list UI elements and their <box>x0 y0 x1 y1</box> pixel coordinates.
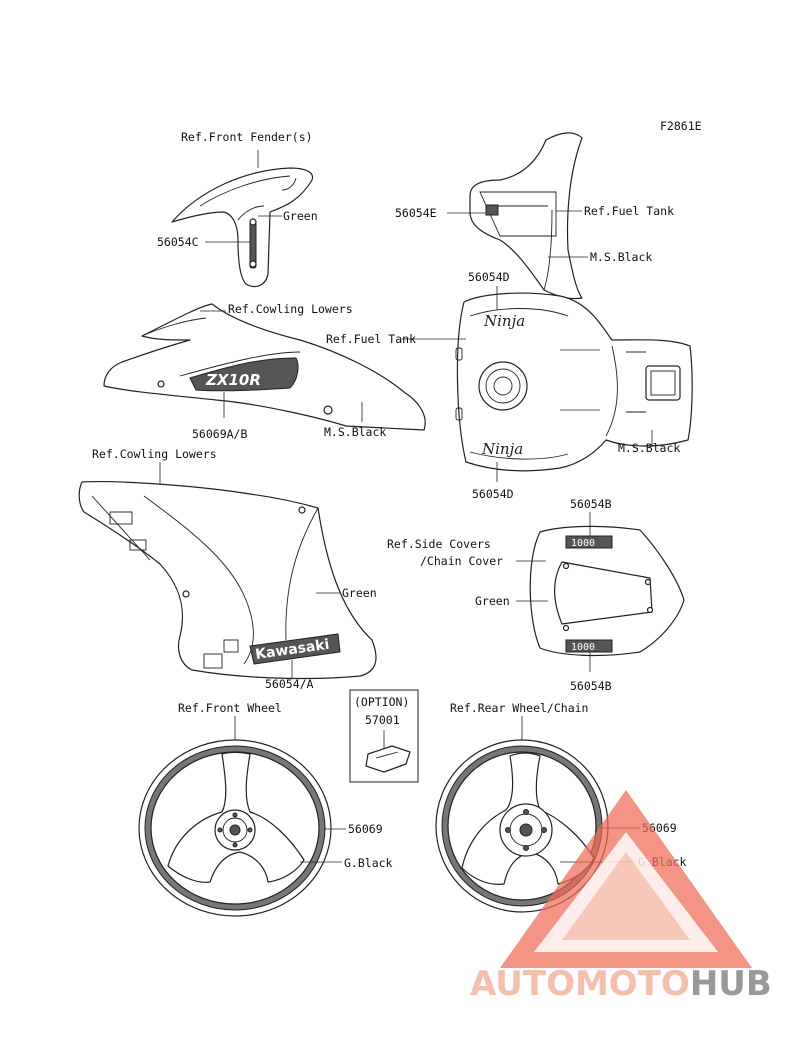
tank-top-decal <box>485 204 499 216</box>
label-ms-black-1: M.S.Black <box>590 250 652 264</box>
label-ref-side-covers: Ref.Side Covers <box>387 537 491 551</box>
label-56054a: 56054/A <box>265 677 314 691</box>
option-part-57001 <box>365 745 411 773</box>
label-ref-front-wheel: Ref.Front Wheel <box>178 701 282 715</box>
label-56054d-bottom: 56054D <box>472 487 514 501</box>
side-decal-1-shape <box>565 535 613 549</box>
label-ref-cowling-lowers-1: Ref.Cowling Lowers <box>228 302 353 316</box>
label-56054e: 56054E <box>395 206 437 220</box>
fuel-tank-large-group <box>402 286 693 482</box>
label-56054b-bottom: 56054B <box>570 679 612 693</box>
front-fender <box>171 167 314 288</box>
zx10r-decal-shape <box>189 357 299 392</box>
side-covers-group <box>516 512 685 672</box>
label-ref-front-fender: Ref.Front Fender(s) <box>181 130 313 144</box>
label-ref-fuel-tank-2: Ref.Fuel Tank <box>326 332 416 346</box>
kawasaki-decal-shape <box>249 633 341 665</box>
decal-1000-2: 1000 <box>571 642 595 653</box>
label-g-black-front: G.Black <box>344 856 393 870</box>
decal-1000-1: 1000 <box>571 538 595 549</box>
label-56069ab: 56069A/B <box>192 427 247 441</box>
label-green-cowling: Green <box>342 586 377 600</box>
cowling-lower-large <box>78 481 377 680</box>
label-ms-black-2: M.S.Black <box>324 425 386 439</box>
label-57001: 57001 <box>365 713 400 727</box>
watermark-logo: AUTOMOTOHUB <box>470 790 772 1004</box>
cowling-lower-upper-group <box>103 303 426 431</box>
front-wheel-group <box>138 716 346 917</box>
cowling-lower-large-group <box>78 462 377 680</box>
label-ref-fuel-tank-1: Ref.Fuel Tank <box>584 204 674 218</box>
label-56054c: 56054C <box>157 235 199 249</box>
decal-ninja-2: Ninja <box>481 440 523 458</box>
label-56054b-top: 56054B <box>570 497 612 511</box>
label-56069-front: 56069 <box>348 822 383 836</box>
fuel-tank-large <box>456 292 693 472</box>
front-fender-group <box>171 150 314 288</box>
label-option: (OPTION) <box>354 695 409 709</box>
label-ref-rear-wheel: Ref.Rear Wheel/Chain <box>450 701 588 715</box>
label-green-fender: Green <box>283 209 318 223</box>
label-green-side: Green <box>475 594 510 608</box>
decal-zx10r: ZX10R <box>205 371 261 389</box>
diagram-code: F2861E <box>660 119 702 133</box>
label-ref-cowling-lowers-2: Ref.Cowling Lowers <box>92 447 217 461</box>
label-chain-cover: /Chain Cover <box>420 554 503 568</box>
watermark-text-part2: HUB <box>690 964 772 1004</box>
side-decal-2-shape <box>565 639 613 653</box>
rear-wheel-group <box>435 716 640 913</box>
label-56054d-top: 56054D <box>468 270 510 284</box>
option-box <box>349 689 419 783</box>
fuel-tank-top-group <box>447 132 588 300</box>
label-ms-black-3: M.S.Black <box>618 441 680 455</box>
watermark-text-part1: AUTOMOTO <box>470 964 690 1004</box>
tank-panel <box>645 365 681 401</box>
decal-ninja-1: Ninja <box>483 312 525 330</box>
svg-text:AUTOMOTOHUB: AUTOMOTOHUB <box>470 964 772 1004</box>
